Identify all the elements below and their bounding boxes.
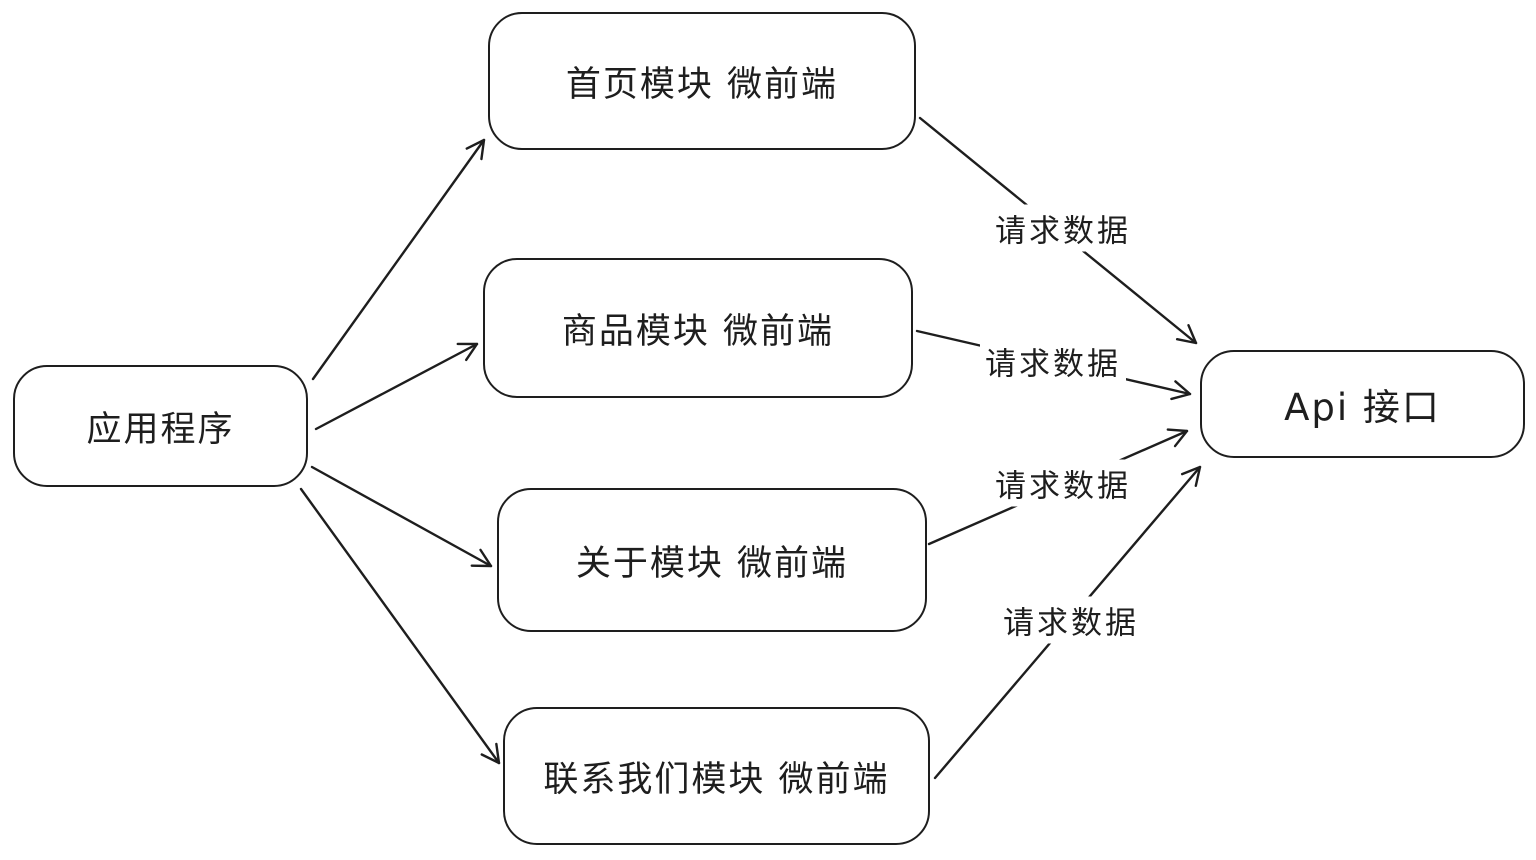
node-product-module-label: 商品模块 微前端 [561,311,835,352]
arrow-app-to-home [311,138,486,381]
node-application-label: 应用程序 [86,409,235,450]
node-api-label: Api 接口 [1284,386,1441,429]
edge-label-product-api: 请求数据 [980,337,1126,385]
node-api: Api 接口 [1200,350,1525,458]
node-contact-module: 联系我们模块 微前端 [503,707,930,845]
node-product-module: 商品模块 微前端 [483,258,913,398]
node-home-module: 首页模块 微前端 [488,12,916,150]
arrow-app-to-contact [299,487,501,765]
node-contact-module-label: 联系我们模块 微前端 [543,759,890,800]
node-application: 应用程序 [13,365,308,487]
arrow-app-to-about [310,465,493,568]
edge-label-about-api: 请求数据 [990,459,1136,507]
edge-label-contact-api: 请求数据 [998,596,1144,644]
node-home-module-label: 首页模块 微前端 [565,64,839,105]
node-about-module-label: 关于模块 微前端 [575,543,849,584]
edge-label-home-api: 请求数据 [990,204,1136,252]
arrow-app-to-product [314,342,479,431]
node-about-module: 关于模块 微前端 [497,488,927,632]
